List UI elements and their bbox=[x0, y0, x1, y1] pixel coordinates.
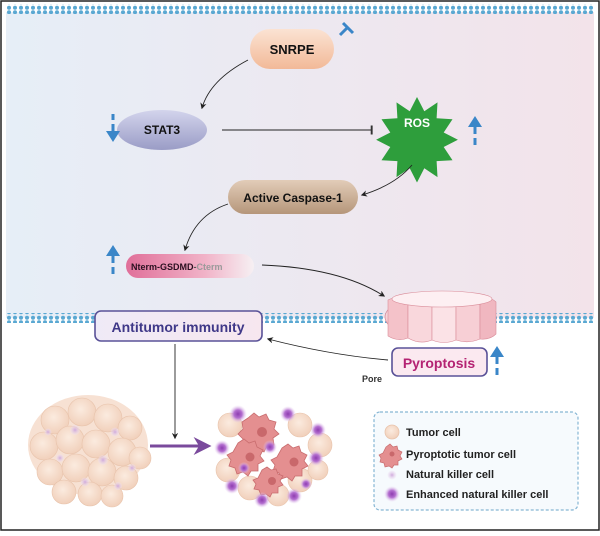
pyroptosis-label: Pyroptosis bbox=[403, 355, 476, 371]
antitumor-box: Antitumor immunity bbox=[94, 310, 263, 342]
gsdmd-pore bbox=[384, 290, 497, 343]
blunt-arrow-icon bbox=[338, 21, 355, 37]
legend-item-tumor-cell: Tumor cell bbox=[384, 424, 461, 440]
top-membrane bbox=[6, 4, 594, 14]
legend-enhanced-nk-cell-label: Enhanced natural killer cell bbox=[406, 489, 548, 501]
legend-tumor-cell-label: Tumor cell bbox=[406, 427, 461, 439]
pyroptotic-cluster bbox=[214, 405, 333, 508]
legend-item-enhanced-nk-cell: Enhanced natural killer cell bbox=[384, 486, 548, 502]
caspase-label: Active Caspase-1 bbox=[243, 191, 343, 205]
caspase-to-gsdmd-arrow bbox=[183, 203, 229, 252]
pathway-connectors bbox=[171, 59, 413, 440]
svg-text:Nterm-GSDMD-Cterm: Nterm-GSDMD-Cterm bbox=[131, 262, 223, 272]
snrpe-node: SNRPE bbox=[250, 29, 334, 69]
down-dashed-arrow-icon bbox=[106, 114, 120, 142]
stat3-label: STAT3 bbox=[144, 123, 181, 137]
gsdmd-nterm-label: Nterm-GSDMD bbox=[131, 262, 194, 272]
antitumor-label: Antitumor immunity bbox=[112, 319, 245, 335]
snrpe-to-stat3-arrow bbox=[200, 59, 249, 110]
ros-label: ROS bbox=[404, 116, 430, 130]
gsdmd-cterm-label: Cterm bbox=[197, 262, 223, 272]
tumor-cell-cluster bbox=[28, 395, 152, 508]
legend: Tumor cell Pyroptotic tumor cell Natural… bbox=[373, 411, 579, 511]
up-dashed-arrow-icon bbox=[490, 346, 504, 375]
gsdmd-dash: - bbox=[194, 262, 197, 272]
legend-item-pyroptotic-cell: Pyroptotic tumor cell bbox=[378, 443, 516, 469]
up-dashed-arrow-icon bbox=[468, 116, 482, 145]
up-dashed-arrow-icon bbox=[106, 245, 120, 274]
legend-pyroptotic-cell-label: Pyroptotic tumor cell bbox=[406, 449, 516, 461]
gsdmd-to-pore-arrow bbox=[261, 264, 386, 297]
cell-membrane bbox=[6, 313, 594, 323]
pore-label: Pore bbox=[362, 374, 382, 384]
gsdmd-node: Nterm-GSDMD-Cterm bbox=[126, 254, 254, 278]
ros-to-caspase-arrow bbox=[360, 164, 413, 197]
pyroptosis-to-immunity-arrow bbox=[266, 337, 389, 361]
stat3-node: STAT3 bbox=[117, 110, 207, 150]
snrpe-label: SNRPE bbox=[270, 42, 315, 57]
caspase-node: Active Caspase-1 bbox=[228, 180, 358, 214]
ros-node: ROS bbox=[376, 97, 458, 183]
legend-nk-cell-label: Natural killer cell bbox=[406, 469, 494, 481]
legend-item-nk-cell: Natural killer cell bbox=[387, 469, 494, 481]
pyroptosis-box: Pyroptosis bbox=[391, 347, 488, 377]
